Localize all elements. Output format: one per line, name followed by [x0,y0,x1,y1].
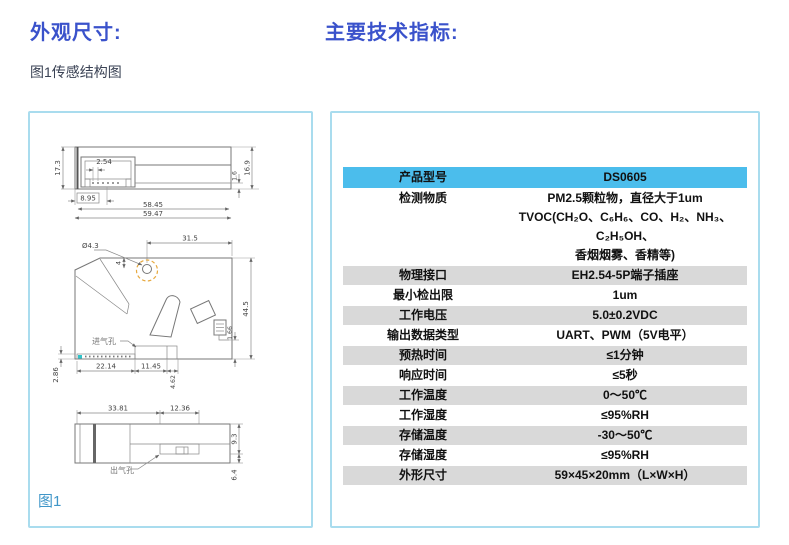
dim-front-step: 1.66 [227,326,234,340]
spec-row-label: 存储温度 [398,428,447,442]
spec-row: 存储湿度 ≤95%RH [343,445,747,465]
spec-row: 输出数据类型 UART、PWM（5V电平） [343,325,747,345]
spec-row-label: 物理接口 [398,268,447,282]
figure-number-label: 图1 [38,493,62,510]
figure-caption: 图1传感结构图 [30,64,122,80]
spec-row-value: 59×45×20mm（L×W×H） [554,468,696,482]
spec-row-value: ≤95%RH [601,448,649,462]
side-view-drawing: 2.54 17.3 8.95 58.45 59.47 [54,146,259,220]
dimension-drawing-panel: 2.54 17.3 8.95 58.45 59.47 [28,111,313,528]
dim-seg1: 22.14 [96,363,117,371]
dim-bottom-h2: 6.4 [231,469,239,481]
dim-bottom-seg2: 12.36 [170,405,191,413]
right-section-title: 主要技术指标: [325,22,459,44]
dim-side-height: 17.3 [54,160,62,176]
dim-hole-offset: 4 [116,261,123,265]
spec-row-label: 预热时间 [398,348,447,362]
spec-row-label: 工作湿度 [398,408,447,422]
sensor-structure-drawing: 2.54 17.3 8.95 58.45 59.47 [52,146,259,481]
spec-row: 外形尺寸 59×45×20mm（L×W×H） [343,465,747,485]
spec-row: 工作湿度 ≤95%RH [343,405,747,425]
dim-top-width: 31.5 [182,235,198,243]
dim-pin-pitch: 2.54 [96,158,112,166]
pin1-marker [78,355,82,359]
spec-table-header: 产品型号 DS0605 [343,167,747,188]
spec-row: 预热时间 ≤1分钟 [343,345,747,365]
spec-row-value: EH2.54-5P端子插座 [571,268,679,282]
spec-row-label: 外形尺寸 [398,468,447,482]
spec-row-label: 工作温度 [398,388,447,402]
spec-row-label: 响应时间 [398,368,447,382]
spec-row-value: 0～50℃ [602,388,648,402]
spec-row-value: ≤95%RH [601,408,649,422]
dim-strip-height: 2.86 [52,367,60,383]
spec-row: 最小检出限 1um [343,285,747,305]
dim-bottom-seg1: 33.81 [108,405,128,413]
dim-total-width: 59.47 [143,210,163,218]
dim-right-height: 16.9 [244,160,252,176]
spec-row-label: 输出数据类型 [386,328,459,342]
spec-header-label: 产品型号 [398,170,447,184]
bottom-view-drawing: 33.81 12.36 9.3 6.4 出气孔 [74,405,243,481]
spec-row-label: 检测物质 [398,191,447,205]
mounting-hole [142,264,152,274]
dim-seg2: 11.45 [141,363,161,371]
spec-row: 物理接口 EH2.54-5P端子插座 [343,265,747,285]
inlet-label: 进气孔 [92,336,116,346]
left-section-title: 外观尺寸: [30,22,122,44]
dim-pin-offset: 8.95 [80,195,96,203]
spec-row: 工作温度 0～50℃ [343,385,747,405]
spec-row-value: -30～50℃ [597,428,653,442]
spec-row: 存储温度 -30～50℃ [343,425,747,445]
dim-front-height: 44.5 [242,301,250,317]
dim-bottom-h1: 9.3 [231,433,239,444]
dim-step-height: 1.6 [232,171,239,181]
spec-row-label: 最小检出限 [392,288,453,302]
front-view-drawing: 31.5 Ø4.3 4 [52,235,255,389]
dim-inner-width: 58.45 [143,201,163,209]
spec-row-value: ≤1分钟 [606,348,644,362]
spec-row-label: 工作电压 [398,308,447,322]
spec-row: 工作电压 5.0±0.2VDC [343,305,747,325]
spec-row-value: UART、PWM（5V电平） [556,328,694,342]
dim-hole-dia: Ø4.3 [82,242,99,250]
spec-row-value: 5.0±0.2VDC [592,308,658,322]
dim-seg3: 4.62 [170,375,177,389]
spec-row: 响应时间 ≤5秒 [343,365,747,385]
spec-header-value: DS0605 [603,170,647,184]
hole-highlight-circle [135,259,159,282]
outlet-label: 出气孔 [110,465,134,475]
spec-row-label: 存储湿度 [398,448,447,462]
spec-row-value: ≤5秒 [612,368,638,382]
spec-row-value: 1um [612,288,638,302]
